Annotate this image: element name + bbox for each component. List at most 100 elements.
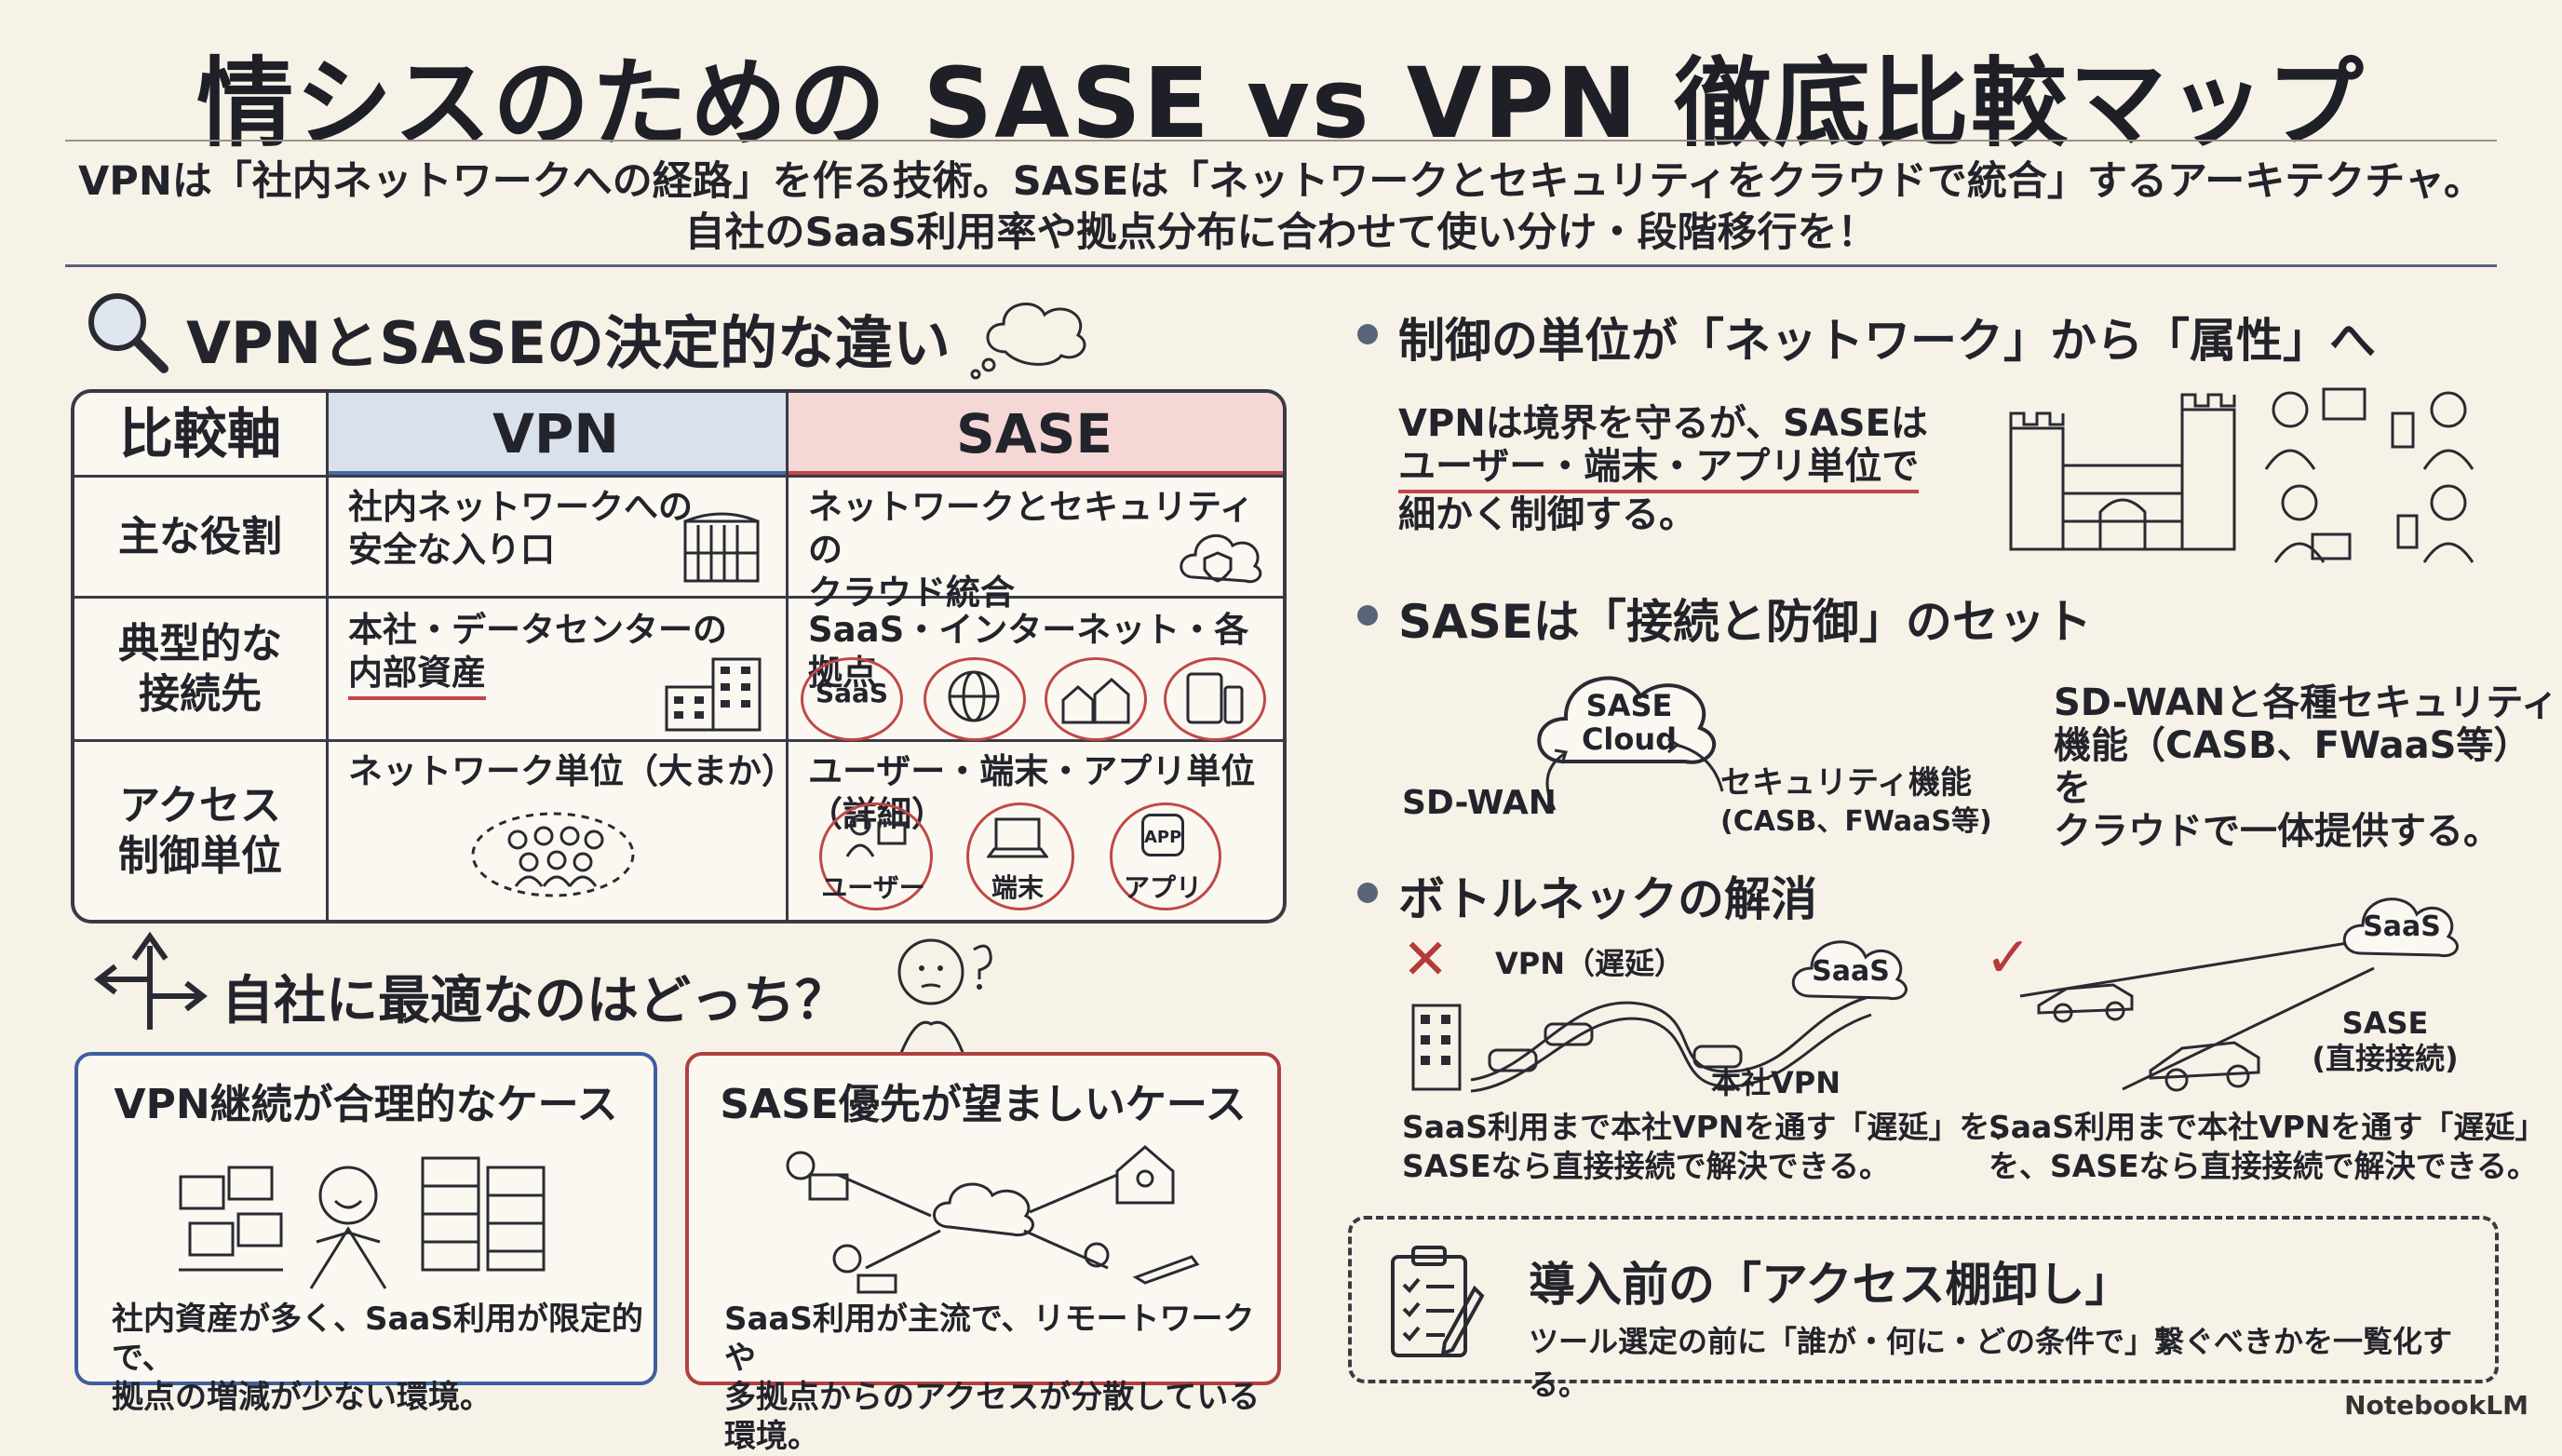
saas-cloud-right	[2342, 897, 2459, 958]
access-inventory-text: ツール選定の前に「誰が・何に・どの条件で」繋ぐべきかを一覧化する。	[1529, 1324, 2453, 1402]
group-icon	[471, 812, 635, 897]
sase-cloud-line-2: Cloud	[1581, 721, 1678, 757]
control-unit-line-2: ユーザー・端末・アプリ単位で	[1398, 445, 1920, 493]
cloud-shield-icon	[1180, 534, 1262, 584]
sase-role-line-2: クラウド統合	[808, 573, 1015, 613]
header-sase: SASE	[786, 393, 1283, 475]
distributed-access-icon	[786, 1145, 1200, 1294]
row-label-control: アクセス制御単位	[118, 781, 282, 880]
device-icon-label: 端末	[991, 872, 1044, 903]
bullet	[1357, 883, 1378, 903]
sase-cloud-label: SASE Cloud	[1564, 689, 1694, 756]
security-label: セキュリティ機能 (CASB、FWaaS等)	[1720, 763, 1992, 842]
vpn-control-text: ネットワーク単位（大まか）	[348, 751, 796, 791]
page-title: 情シスのための SASE vs VPN 徹底比較マップ	[196, 47, 2366, 160]
houses-icon	[1061, 677, 1130, 724]
bottleneck-left-line-1: SaaS利用まで本社VPNを通す「遅延」を、	[1402, 1109, 2021, 1145]
vpn-case-line-1: 社内資産が多く、SaaS利用が限定的で、	[112, 1301, 643, 1377]
saas-icon-label: SaaS	[815, 678, 889, 708]
thought-bubble-icon	[970, 303, 1086, 380]
globe-circle	[924, 657, 1026, 741]
notebooklm-logo: NotebookLM	[2344, 1390, 2528, 1421]
crossroads-arrow-icon	[94, 931, 208, 1030]
bullet	[1357, 324, 1378, 344]
control-unit-text: VPNは境界を守るが、SASEは ユーザー・端末・アプリ単位で 細かく制御する。	[1398, 402, 1928, 536]
access-inventory-box: 導入前の「アクセス棚卸し」 ツール選定の前に「誰が・何に・どの条件で」繋ぐべきか…	[1348, 1216, 2499, 1402]
vpn-dest-text: 本社・データセンターの 内部資産	[348, 609, 727, 700]
app-circle	[1110, 802, 1221, 910]
vpn-case-line-2: 拠点の増減が少ない環境。	[112, 1379, 492, 1416]
col-divider	[786, 393, 789, 920]
cross-mark: ✕	[1402, 927, 1450, 992]
people-with-devices-icon	[2264, 387, 2474, 563]
vpn-case-title: VPN継続が合理的なケース	[114, 1081, 618, 1128]
bottleneck-heading: ボトルネックの解消	[1398, 872, 1817, 926]
bullet	[1357, 605, 1378, 626]
gate-icon	[683, 512, 760, 583]
sase-set-line-3: クラウドで一体提供する。	[2054, 810, 2501, 853]
laptop-circle	[966, 802, 1074, 910]
row-divider	[74, 475, 1283, 478]
servers-and-person-icon	[179, 1156, 546, 1289]
user-circle	[819, 802, 933, 910]
sase-case-line-1: SaaS利用が主流で、リモートワークや	[724, 1301, 1255, 1377]
lead-line-2: 自社のSaaS利用率や拠点分布に合わせて使い分け・段階移行を！	[684, 209, 1878, 256]
app-icon-label: アプリ	[1123, 872, 1202, 903]
globe-icon	[948, 670, 1000, 722]
sase-case-box: SASE優先が望ましいケース SaaS利用が主流で、リモートワークや 多拠点から…	[685, 1052, 1281, 1455]
sase-set-line-1: SD-WANと各種セキュリティ	[2054, 681, 2558, 724]
thinking-person-icon	[897, 938, 992, 1058]
castle-icon	[2009, 393, 2236, 551]
which-heading: 自社に最適なのはどっち？	[222, 971, 847, 1031]
sase-direct-line-2: (直接接続)	[2312, 1041, 2459, 1076]
lead-line-1: VPNは「社内ネットワークへの経路」を作る技術。SASEは「ネットワークとセキュ…	[78, 158, 2484, 205]
app-icon: APP	[1141, 814, 1184, 856]
device-circle	[1164, 657, 1266, 741]
saas-circle	[801, 657, 903, 741]
title-divider	[65, 140, 2497, 142]
header-vpn: VPN	[326, 393, 786, 475]
user-icon-label: ユーザー	[821, 872, 925, 903]
control-unit-line-3: 細かく制御する。	[1398, 493, 1696, 536]
vpn-dest-line-1: 本社・データセンターの	[348, 610, 727, 650]
bottleneck-text-left: SaaS利用まで本社VPNを通す「遅延」を、 SASEなら直接接続で解決できる。	[1402, 1108, 2020, 1186]
access-inventory-title: 導入前の「アクセス棚卸し」	[1529, 1258, 2132, 1312]
row-divider	[74, 596, 1283, 599]
header-axis: 比較軸	[118, 402, 281, 465]
sase-set-line-2: 機能（CASB、FWaaS等）を	[2054, 724, 2531, 810]
saas-cloud-left	[1791, 940, 1908, 1001]
vpn-detour-illustration	[1411, 994, 1872, 1093]
control-unit-line-1: VPNは境界を守るが、SASEは	[1398, 402, 1928, 445]
sase-case-text: SaaS利用が主流で、リモートワークや 多拠点からのアクセスが分散している環境。	[724, 1300, 1277, 1456]
saas-label-right: SaaS	[2363, 910, 2441, 943]
vpn-case-box: VPN継続が合理的なケース 社内資産が多く、SaaS利用が限定的で、 拠点の増減…	[74, 1052, 657, 1416]
check-mark: ✓	[1985, 925, 2032, 991]
sase-case-line-2: 多拠点からのアクセスが分散している環境。	[724, 1379, 1261, 1455]
bottleneck-text-right: SaaS利用まで本社VPNを通す「遅延」 を、SASEなら直接接続で解決できる。	[1989, 1108, 2545, 1186]
sase-role-line-1: ネットワークとセキュリティの	[808, 487, 1254, 570]
col-divider	[326, 393, 329, 920]
sase-case-title: SASE優先が望ましいケース	[720, 1081, 1247, 1128]
cloud-arrows	[1545, 737, 1724, 811]
user-id-icon	[845, 814, 907, 857]
lead-divider	[65, 264, 2497, 267]
comparison-table: 比較軸 VPN SASE 主な役割 社内ネットワークへの 安全な入り口 ネットワ…	[71, 389, 1287, 923]
security-line-1: セキュリティ機能	[1720, 764, 1972, 802]
sase-direct-label: SASE (直接接続)	[2301, 1005, 2469, 1076]
bottleneck-right-line-2: を、SASEなら直接接続で解決できる。	[1989, 1148, 2538, 1184]
row-label-role: 主な役割	[118, 512, 282, 560]
sdwan-label: SD-WAN	[1402, 784, 1557, 822]
vpn-dest-line-2: 内部資産	[348, 652, 486, 700]
vpn-case-text: 社内資産が多く、SaaS利用が限定的で、 拠点の増減が少ない環境。	[112, 1300, 654, 1417]
diff-heading: VPNとSASEの決定的な違い	[186, 309, 951, 377]
row-divider	[74, 739, 1283, 742]
sase-cloud-line-1: SASE	[1585, 688, 1673, 723]
bottleneck-right-line-1: SaaS利用まで本社VPNを通す「遅延」	[1989, 1109, 2546, 1145]
vpn-role-line-2: 安全な入り口	[348, 530, 555, 570]
vpn-role-text: 社内ネットワークへの 安全な入り口	[348, 486, 693, 572]
sase-direct-line-1: SASE	[2341, 1005, 2429, 1041]
vpn-role-line-1: 社内ネットワークへの	[348, 487, 693, 527]
sase-direct-illustration	[2019, 938, 2375, 1092]
magnifier-icon	[88, 293, 169, 373]
branch-circle	[1045, 657, 1147, 741]
